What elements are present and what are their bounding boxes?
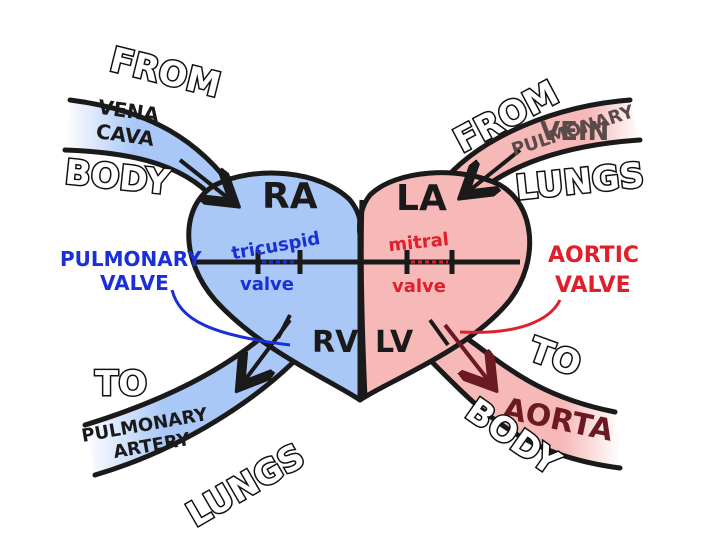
rv-label: RV <box>312 325 359 360</box>
pulmonary-vein-label-2: VEIN <box>540 117 609 147</box>
to-body-top-label: TO <box>524 330 587 385</box>
pulmonary-valve-label-2: VALVE <box>100 271 169 295</box>
aortic-valve-label-2: VALVE <box>555 273 631 298</box>
la-label: LA <box>396 178 447 219</box>
from-body-top-label: FROM <box>106 40 225 106</box>
lv-label: LV <box>375 325 414 360</box>
pulmonary-valve-label-1: PULMONARY <box>60 247 202 271</box>
aortic-valve-label-1: AORTIC <box>548 243 639 268</box>
valve-right-label: valve <box>240 274 294 295</box>
to-lungs-top-label: TO <box>95 364 147 404</box>
ra-label: RA <box>262 176 318 217</box>
to-lungs-bottom-label: LUNGS <box>180 436 312 535</box>
valve-left-label: valve <box>392 276 446 297</box>
